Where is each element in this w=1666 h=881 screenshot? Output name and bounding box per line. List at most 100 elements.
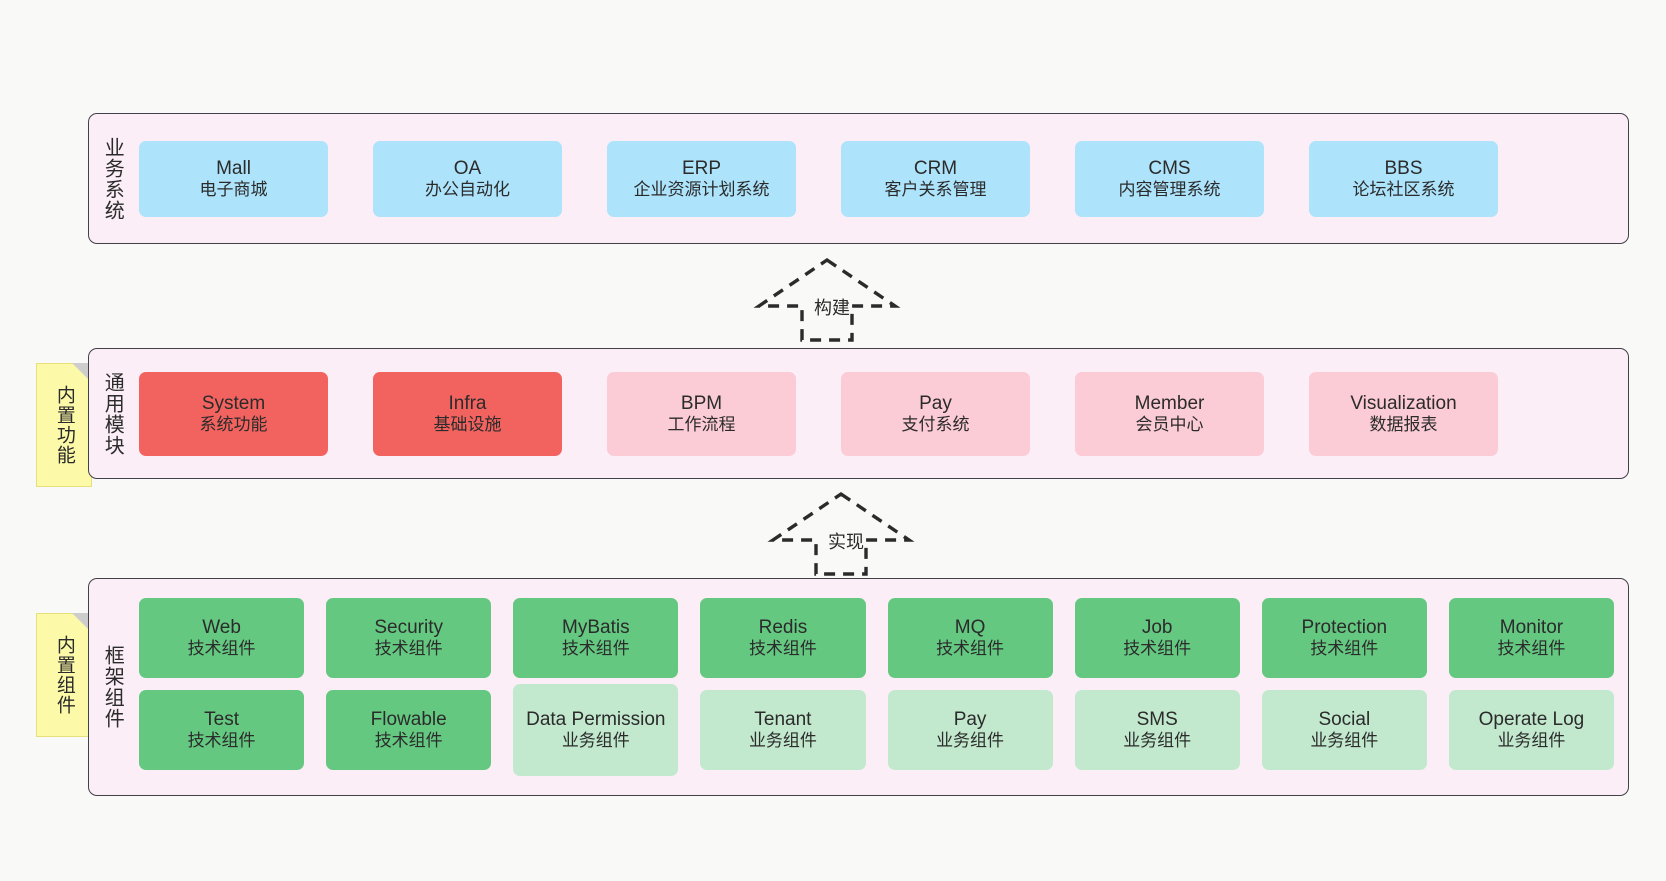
card-erp[interactable]: ERP 企业资源计划系统	[607, 140, 796, 217]
layer-modules-cards: System 系统功能 Infra 基础设施 BPM 工作流程 Pay 支付系统…	[135, 349, 1628, 478]
card-mall[interactable]: Mall 电子商城	[139, 140, 328, 217]
note-text: 内置组件	[53, 635, 75, 715]
card-title: OA	[453, 157, 482, 179]
card-subtitle: 工作流程	[667, 414, 736, 434]
card-title: Flowable	[370, 709, 447, 731]
card-title: CRM	[913, 157, 958, 179]
card-redis[interactable]: Redis 技术组件	[700, 598, 866, 678]
card-title: ERP	[681, 157, 722, 179]
card-pay-module[interactable]: Pay 支付系统	[841, 371, 1030, 456]
card-subtitle: 技术组件	[187, 639, 256, 659]
card-title: Web	[202, 617, 241, 639]
card-title: Data Permission	[526, 709, 666, 731]
card-monitor[interactable]: Monitor 技术组件	[1448, 598, 1614, 678]
card-subtitle: 业务组件	[748, 731, 817, 751]
card-title: Test	[204, 709, 239, 731]
card-subtitle: 技术组件	[1310, 639, 1379, 659]
card-sms[interactable]: SMS 业务组件	[1074, 690, 1240, 770]
card-title: SMS	[1136, 709, 1178, 731]
note-built-in-components: 内置组件	[36, 613, 92, 737]
card-protection[interactable]: Protection 技术组件	[1261, 598, 1427, 678]
card-bbs[interactable]: BBS 论坛社区系统	[1309, 140, 1498, 217]
card-tenant[interactable]: Tenant 业务组件	[700, 690, 866, 770]
card-title: MyBatis	[562, 617, 630, 639]
note-text: 内置功能	[53, 385, 75, 465]
card-test[interactable]: Test 技术组件	[139, 690, 305, 770]
card-subtitle: 支付系统	[901, 414, 970, 434]
card-operate-log[interactable]: Operate Log 业务组件	[1448, 690, 1614, 770]
card-web[interactable]: Web 技术组件	[139, 598, 305, 678]
card-system[interactable]: System 系统功能	[139, 371, 328, 456]
layer-common-modules: 通用模块 System 系统功能 Infra 基础设施 BPM 工作流程 Pay…	[88, 348, 1629, 479]
card-title: Member	[1134, 392, 1205, 414]
card-social[interactable]: Social 业务组件	[1261, 690, 1427, 770]
card-infra[interactable]: Infra 基础设施	[373, 371, 562, 456]
layer-label-modules: 通用模块	[101, 371, 124, 456]
card-data-permission[interactable]: Data Permission 业务组件	[513, 684, 679, 776]
card-subtitle: 基础设施	[433, 414, 502, 434]
card-title: Pay	[919, 392, 952, 414]
layer-framework-components: 框架组件 Web 技术组件 Security 技术组件 MyBatis 技术组件…	[88, 578, 1629, 796]
card-title: Operate Log	[1478, 709, 1585, 731]
framework-row-business: Test 技术组件 Flowable 技术组件 Data Permission …	[139, 684, 1614, 776]
card-subtitle: 技术组件	[748, 639, 817, 659]
card-title: BPM	[680, 392, 723, 414]
card-oa[interactable]: OA 办公自动化	[373, 140, 562, 217]
card-subtitle: 内容管理系统	[1118, 179, 1221, 199]
card-title: Protection	[1301, 617, 1388, 639]
card-subtitle: 业务组件	[1497, 731, 1566, 751]
card-title: Monitor	[1499, 617, 1564, 639]
framework-row-technical: Web 技术组件 Security 技术组件 MyBatis 技术组件 Redi…	[139, 598, 1614, 678]
card-subtitle: 会员中心	[1135, 414, 1204, 434]
card-security[interactable]: Security 技术组件	[326, 598, 492, 678]
layer-label-business: 业务系统	[101, 136, 124, 221]
card-bpm[interactable]: BPM 工作流程	[607, 371, 796, 456]
card-subtitle: 业务组件	[936, 731, 1005, 751]
arrow-build: 构建	[753, 257, 901, 342]
card-subtitle: 系统功能	[199, 414, 268, 434]
card-subtitle: 技术组件	[1497, 639, 1566, 659]
card-title: System	[201, 392, 266, 414]
card-subtitle: 技术组件	[374, 731, 443, 751]
card-member[interactable]: Member 会员中心	[1075, 371, 1264, 456]
card-title: BBS	[1384, 157, 1423, 179]
card-subtitle: 技术组件	[1123, 639, 1192, 659]
card-subtitle: 办公自动化	[425, 179, 510, 199]
card-title: Security	[374, 617, 443, 639]
note-built-in-features: 内置功能	[36, 363, 92, 487]
arrow-implement-label: 实现	[828, 532, 864, 552]
card-flowable[interactable]: Flowable 技术组件	[326, 690, 492, 770]
card-mybatis[interactable]: MyBatis 技术组件	[513, 598, 679, 678]
card-subtitle: 业务组件	[1310, 731, 1379, 751]
layer-business-cards: Mall 电子商城 OA 办公自动化 ERP 企业资源计划系统 CRM 客户关系…	[135, 114, 1628, 243]
card-subtitle: 技术组件	[561, 639, 630, 659]
card-job[interactable]: Job 技术组件	[1074, 598, 1240, 678]
card-title: Visualization	[1350, 392, 1457, 414]
card-title: Mall	[216, 157, 251, 179]
card-subtitle: 业务组件	[1123, 731, 1192, 751]
card-subtitle: 业务组件	[561, 731, 630, 751]
layer-business-systems: 业务系统 Mall 电子商城 OA 办公自动化 ERP 企业资源计划系统 CRM…	[88, 113, 1629, 244]
arrow-build-label: 构建	[814, 298, 850, 318]
card-mq[interactable]: MQ 技术组件	[887, 598, 1053, 678]
card-title: MQ	[954, 617, 986, 639]
card-subtitle: 技术组件	[374, 639, 443, 659]
card-title: Job	[1141, 617, 1173, 639]
card-crm[interactable]: CRM 客户关系管理	[841, 140, 1030, 217]
card-pay-component[interactable]: Pay 业务组件	[887, 690, 1053, 770]
card-title: Infra	[448, 392, 487, 414]
card-subtitle: 企业资源计划系统	[633, 179, 770, 199]
card-title: Social	[1318, 709, 1371, 731]
card-subtitle: 技术组件	[187, 731, 256, 751]
layer-label-framework: 框架组件	[101, 645, 124, 729]
card-title: Tenant	[754, 709, 812, 731]
card-cms[interactable]: CMS 内容管理系统	[1075, 140, 1264, 217]
card-subtitle: 数据报表	[1369, 414, 1438, 434]
card-visualization[interactable]: Visualization 数据报表	[1309, 371, 1498, 456]
card-title: Redis	[758, 617, 808, 639]
card-subtitle: 电子商城	[199, 179, 268, 199]
card-title: CMS	[1148, 157, 1191, 179]
layer-framework-cards: Web 技术组件 Security 技术组件 MyBatis 技术组件 Redi…	[135, 579, 1628, 795]
card-subtitle: 论坛社区系统	[1352, 179, 1455, 199]
arrow-implement: 实现	[767, 491, 915, 576]
